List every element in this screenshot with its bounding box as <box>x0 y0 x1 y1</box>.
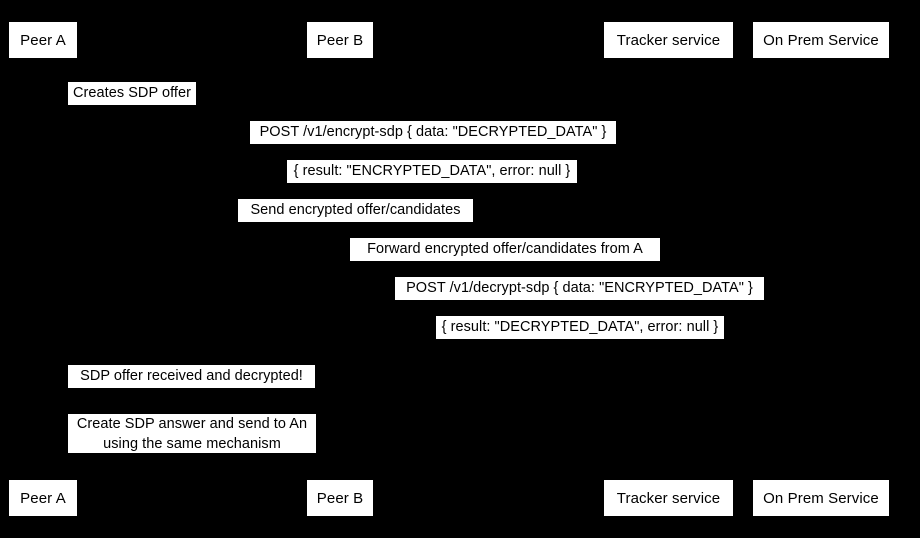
message-label-4: Send encrypted offer/candidates <box>238 199 473 222</box>
message-label-2: POST /v1/encrypt-sdp { data: "DECRYPTED_… <box>250 121 616 144</box>
message-label-9: Create SDP answer and send to An using th… <box>68 414 316 453</box>
lifeline-top-on-prem-service: On Prem Service <box>753 22 889 58</box>
lifeline-bottom-tracker-service: Tracker service <box>604 480 733 516</box>
message-label-3: { result: "ENCRYPTED_DATA", error: null … <box>287 160 577 183</box>
message-label-9-line-2: using the same mechanism <box>103 435 281 452</box>
message-label-8: SDP offer received and decrypted! <box>68 365 315 388</box>
message-label-1: Creates SDP offer <box>68 82 196 105</box>
message-label-6: POST /v1/decrypt-sdp { data: "ENCRYPTED_… <box>395 277 764 300</box>
lifeline-bottom-peer-a: Peer A <box>9 480 77 516</box>
message-label-9-line-1: Create SDP answer and send to An <box>76 415 308 432</box>
lifeline-top-tracker-service: Tracker service <box>604 22 733 58</box>
message-label-5: Forward encrypted offer/candidates from … <box>350 238 660 261</box>
lifeline-top-peer-a: Peer A <box>9 22 77 58</box>
message-label-7: { result: "DECRYPTED_DATA", error: null … <box>436 316 724 339</box>
lifeline-bottom-peer-b: Peer B <box>307 480 373 516</box>
lifeline-bottom-on-prem-service: On Prem Service <box>753 480 889 516</box>
lifeline-top-peer-b: Peer B <box>307 22 373 58</box>
